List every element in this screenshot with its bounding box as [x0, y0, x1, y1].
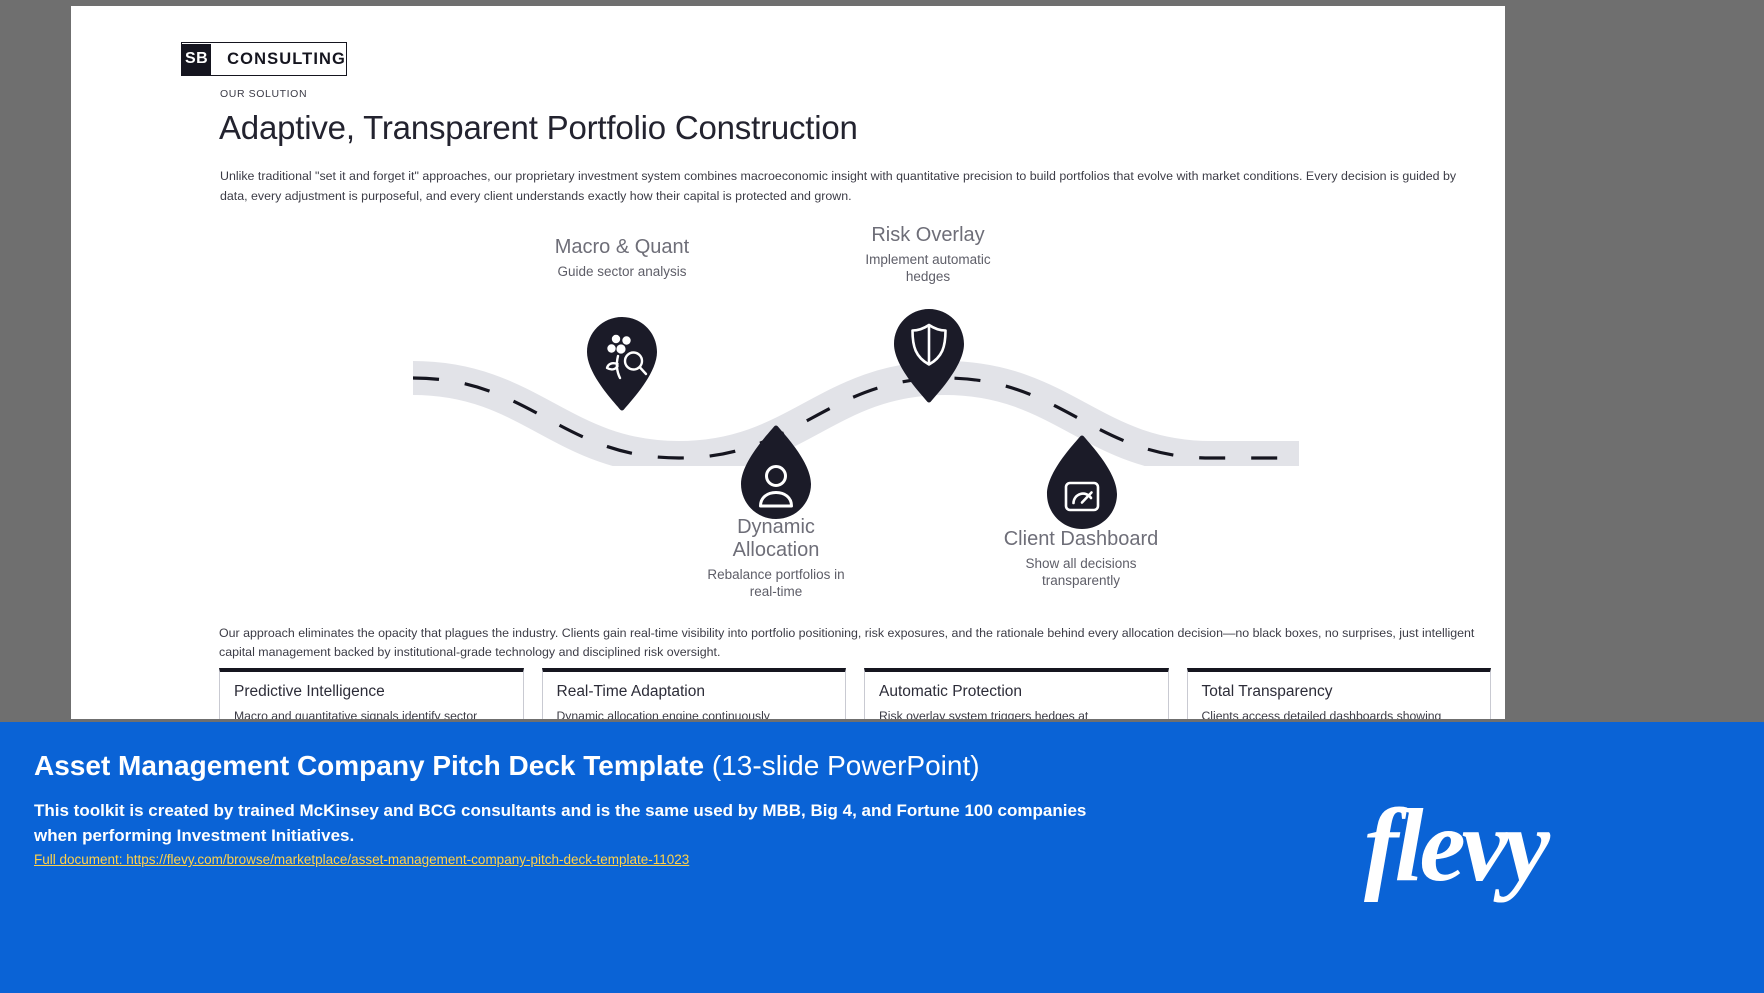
flevy-promo-banner: Asset Management Company Pitch Deck Temp… — [0, 722, 1764, 993]
feature-card-title: Predictive Intelligence — [234, 683, 385, 700]
feature-card-title: Total Transparency — [1201, 683, 1333, 700]
company-logo: SB CONSULTING — [181, 42, 347, 76]
roadmap-subtitle-3: Rebalance portfolios in real-time — [707, 567, 845, 599]
intro-paragraph: Unlike traditional "set it and forget it… — [220, 169, 1457, 203]
document-link[interactable]: Full document: https://flevy.com/browse/… — [34, 852, 690, 867]
flevy-logo: flevy — [1364, 794, 1555, 903]
roadmap-label-3: Dynamic Allocation Rebalance portfolios … — [676, 516, 876, 600]
feature-card: Real-Time Adaptation Dynamic allocation … — [541, 668, 846, 719]
roadmap-diagram: Macro & Quant Guide sector analysis — [71, 216, 1505, 616]
shield-icon[interactable] — [892, 308, 966, 404]
feature-card: Predictive Intelligence Macro and quanti… — [219, 668, 524, 719]
slide-canvas: SB CONSULTING OUR SOLUTION Adaptive, Tra… — [71, 6, 1505, 719]
feature-card-body: Clients access detailed dashboards showi… — [1201, 709, 1442, 719]
closing-paragraph: Our approach eliminates the opacity that… — [219, 626, 1475, 659]
logo-wordmark: CONSULTING — [227, 49, 346, 68]
product-title: Asset Management Company Pitch Deck Temp… — [34, 750, 980, 782]
roadmap-label-2: Risk Overlay Implement automatic hedges — [827, 224, 1029, 285]
dashboard-icon[interactable] — [1045, 434, 1119, 530]
product-format: (13-slide PowerPoint) — [711, 750, 980, 781]
section-eyebrow: OUR SOLUTION — [220, 88, 308, 100]
feature-card-body: Macro and quantitative signals identify … — [234, 709, 478, 719]
person-icon[interactable] — [739, 424, 813, 520]
roadmap-label-1: Macro & Quant Guide sector analysis — [522, 236, 722, 280]
feature-card-list: Predictive Intelligence Macro and quanti… — [219, 668, 1491, 719]
feature-card-body: Risk overlay system triggers hedges at — [879, 709, 1089, 719]
feature-card-title: Real-Time Adaptation — [556, 683, 705, 700]
product-description: This toolkit is created by trained McKin… — [34, 801, 1087, 845]
roadmap-subtitle-2: Implement automatic hedges — [865, 252, 991, 284]
roadmap-label-4: Client Dashboard Show all decisions tran… — [981, 528, 1181, 589]
road-path — [412, 360, 1299, 466]
logo-mark: SB — [182, 43, 212, 75]
product-name: Asset Management Company Pitch Deck Temp… — [34, 750, 705, 781]
page-title: Adaptive, Transparent Portfolio Construc… — [219, 109, 858, 146]
feature-card-body: Dynamic allocation engine continuously — [556, 709, 770, 719]
roadmap-title-2: Risk Overlay — [871, 224, 985, 246]
roadmap-subtitle-1: Guide sector analysis — [557, 264, 687, 279]
roadmap-title-4: Client Dashboard — [1003, 528, 1159, 550]
analysis-icon[interactable] — [585, 316, 659, 412]
roadmap-subtitle-4: Show all decisions transparently — [1025, 556, 1137, 588]
roadmap-title-3: Dynamic Allocation — [732, 516, 820, 561]
feature-card: Automatic Protection Risk overlay system… — [864, 668, 1169, 719]
roadmap-title-1: Macro & Quant — [554, 236, 690, 258]
feature-card: Total Transparency Clients access detail… — [1186, 668, 1491, 719]
svg-text:flevy: flevy — [1364, 794, 1551, 903]
feature-card-title: Automatic Protection — [879, 683, 1023, 700]
